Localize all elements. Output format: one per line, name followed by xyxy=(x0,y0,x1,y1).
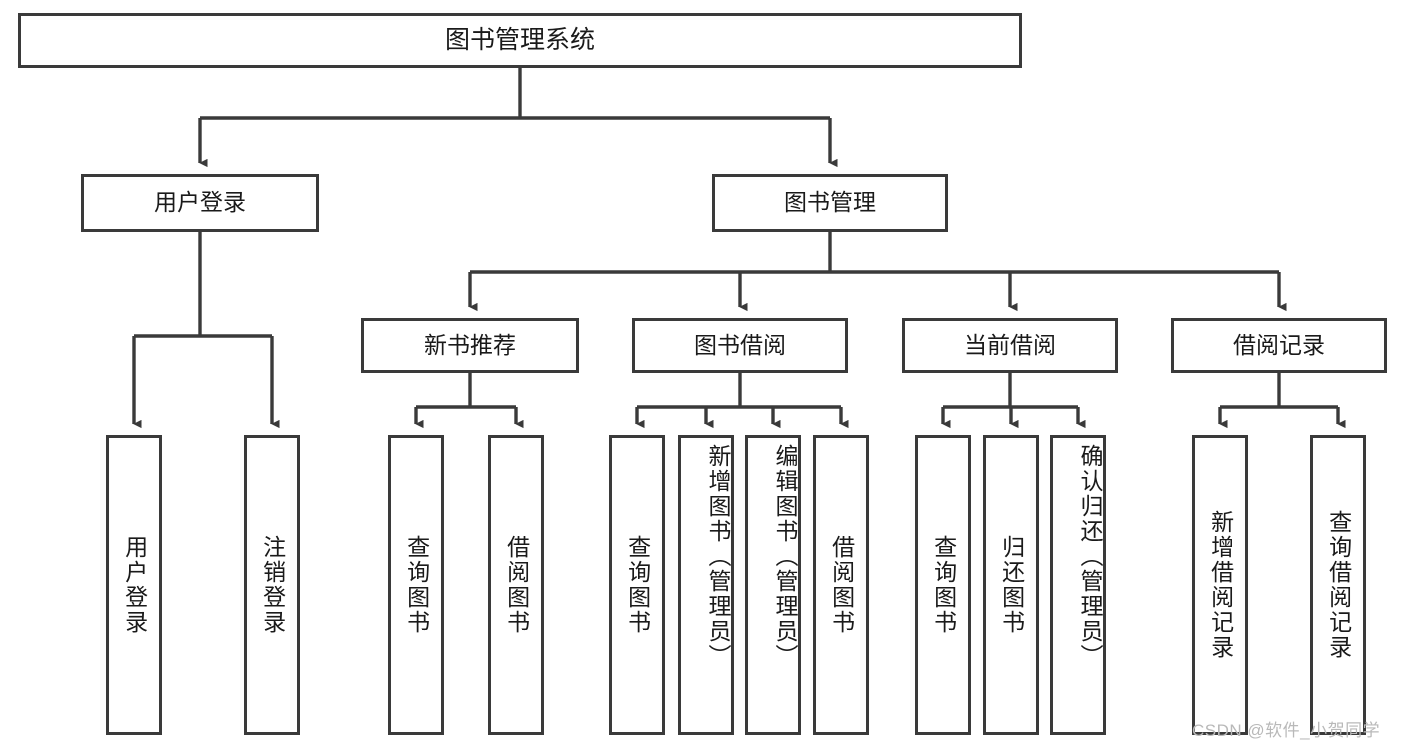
leaf-query-borrow-record-label: 查询借阅记录 xyxy=(1325,510,1352,660)
leaf-logout-label: 注销登录 xyxy=(259,535,286,635)
node-borrow-records[interactable]: 借阅记录 xyxy=(1171,318,1387,373)
node-current-borrow[interactable]: 当前借阅 xyxy=(902,318,1118,373)
node-book-management-label: 图书管理 xyxy=(784,189,876,216)
leaf-borrow-books[interactable]: 借阅图书 xyxy=(813,435,869,735)
leaf-query-books-borrow-label: 查询图书 xyxy=(624,535,651,635)
leaf-confirm-return-admin[interactable]: 确认归还（管理员） xyxy=(1050,435,1106,735)
node-borrow-records-label: 借阅记录 xyxy=(1233,331,1325,358)
node-book-borrow[interactable]: 图书借阅 xyxy=(632,318,848,373)
leaf-user-login-label: 用户登录 xyxy=(121,535,148,635)
leaf-add-borrow-record[interactable]: 新增借阅记录 xyxy=(1192,435,1248,735)
leaf-add-borrow-record-label: 新增借阅记录 xyxy=(1207,510,1234,660)
node-book-management[interactable]: 图书管理 xyxy=(712,174,948,232)
leaf-confirm-return-admin-label: 确认归还（管理员） xyxy=(1077,444,1103,669)
leaf-query-books-current-label: 查询图书 xyxy=(930,535,957,635)
leaf-query-books-recommend[interactable]: 查询图书 xyxy=(388,435,444,735)
csdn-watermark: CSDN @软件_小贺同学 xyxy=(1192,721,1381,740)
leaf-return-books[interactable]: 归还图书 xyxy=(983,435,1039,735)
node-new-book-recommend-label: 新书推荐 xyxy=(424,331,516,358)
node-user-login-label: 用户登录 xyxy=(154,189,246,216)
node-current-borrow-label: 当前借阅 xyxy=(964,331,1056,358)
leaf-user-login[interactable]: 用户登录 xyxy=(106,435,162,735)
leaf-logout[interactable]: 注销登录 xyxy=(244,435,300,735)
leaf-query-books-current[interactable]: 查询图书 xyxy=(915,435,971,735)
leaf-return-books-label: 归还图书 xyxy=(998,535,1025,635)
node-root-system[interactable]: 图书管理系统 xyxy=(18,13,1022,68)
node-root-system-label: 图书管理系统 xyxy=(444,25,595,54)
node-book-borrow-label: 图书借阅 xyxy=(694,331,786,358)
node-user-login[interactable]: 用户登录 xyxy=(81,174,319,232)
leaf-add-book-admin-label: 新增图书（管理员） xyxy=(705,444,731,669)
leaf-borrow-books-recommend[interactable]: 借阅图书 xyxy=(488,435,544,735)
leaf-query-books-recommend-label: 查询图书 xyxy=(403,535,430,635)
leaf-edit-book-admin-label: 编辑图书（管理员） xyxy=(772,444,798,669)
leaf-borrow-books-label: 借阅图书 xyxy=(828,535,855,635)
leaf-add-book-admin[interactable]: 新增图书（管理员） xyxy=(678,435,734,735)
leaf-query-borrow-record[interactable]: 查询借阅记录 xyxy=(1310,435,1366,735)
leaf-borrow-books-recommend-label: 借阅图书 xyxy=(503,535,530,635)
leaf-edit-book-admin[interactable]: 编辑图书（管理员） xyxy=(745,435,801,735)
leaf-query-books-borrow[interactable]: 查询图书 xyxy=(609,435,665,735)
node-new-book-recommend[interactable]: 新书推荐 xyxy=(361,318,579,373)
